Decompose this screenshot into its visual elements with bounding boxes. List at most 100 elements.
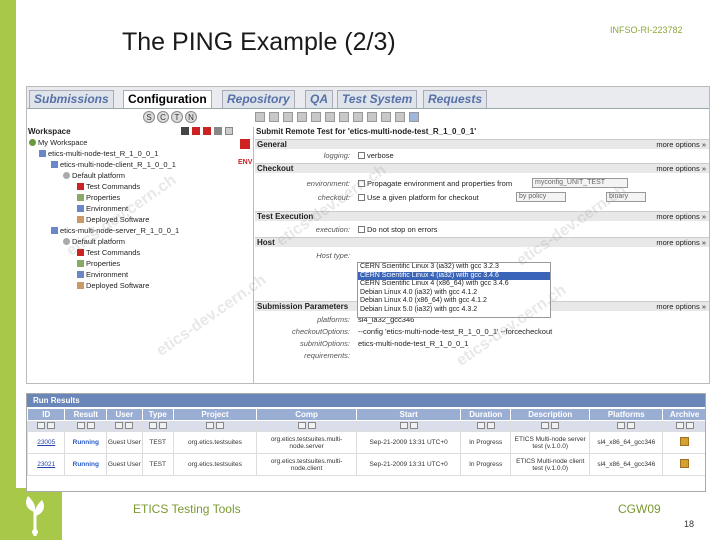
sort-up-icon[interactable] [541, 421, 550, 429]
sort-down-icon[interactable] [47, 421, 56, 429]
sort-buttons[interactable] [141, 420, 174, 432]
more-options-link[interactable]: more options » [656, 302, 706, 311]
more-options-link[interactable]: more options » [656, 140, 706, 149]
sort-buttons[interactable] [510, 420, 591, 432]
sort-buttons[interactable] [589, 420, 664, 432]
run-id-link[interactable]: 23021 [27, 453, 66, 476]
tree-node[interactable]: Default platform [63, 171, 125, 181]
tree-node[interactable]: Properties [77, 193, 120, 203]
checkout-policy-select[interactable]: by policy [516, 192, 566, 202]
submissions-circle-button[interactable]: S [143, 111, 155, 123]
sort-down-icon[interactable] [158, 421, 167, 429]
more-options-link[interactable]: more options » [656, 212, 706, 221]
submit-options-value[interactable]: etics-multi-node-test_R_1_0_0_1 [358, 339, 469, 348]
sort-buttons[interactable] [172, 420, 258, 432]
checklist-icon[interactable] [353, 112, 363, 122]
archive-cell[interactable] [662, 431, 705, 454]
page-icon[interactable] [225, 127, 233, 135]
sort-up-icon[interactable] [476, 421, 485, 429]
collapse-icon[interactable] [181, 127, 189, 135]
sort-up-icon[interactable] [37, 421, 46, 429]
delete-icon[interactable] [381, 112, 391, 122]
mark-icon[interactable] [192, 127, 200, 135]
lock-icon[interactable] [269, 112, 279, 122]
sort-down-icon[interactable] [685, 421, 694, 429]
logging-checkbox[interactable]: verbose [358, 151, 394, 160]
tree-node[interactable]: My Workspace [29, 138, 87, 148]
sort-down-icon[interactable] [86, 421, 95, 429]
column-header[interactable]: Platforms [589, 408, 664, 421]
environment-select[interactable]: myconfig_UNIT_TEST [532, 178, 628, 188]
sort-down-icon[interactable] [486, 421, 495, 429]
checkout-checkbox[interactable]: Use a given platform for checkout [358, 193, 479, 202]
column-header[interactable]: ID [27, 408, 66, 421]
info-icon[interactable] [409, 112, 419, 122]
table-row[interactable]: 23021 Running Guest User TEST org.etics.… [27, 453, 705, 476]
checkout-options-value[interactable]: --config 'etics-multi-node-test_R_1_0_0_… [358, 327, 553, 336]
filter-icon[interactable] [214, 127, 222, 135]
column-header[interactable]: Duration [460, 408, 512, 421]
execution-checkbox[interactable]: Do not stop on errors [358, 225, 437, 234]
column-header[interactable]: Description [510, 408, 591, 421]
sort-buttons[interactable] [256, 420, 358, 432]
sort-down-icon[interactable] [215, 421, 224, 429]
sort-buttons[interactable] [662, 420, 705, 432]
sort-up-icon[interactable] [76, 421, 85, 429]
sort-buttons[interactable] [356, 420, 462, 432]
more-options-link[interactable]: more options » [656, 164, 706, 173]
test-circle-button[interactable]: T [171, 111, 183, 123]
sort-up-icon[interactable] [297, 421, 306, 429]
listbox-option-selected[interactable]: CERN Scientific Linux 4 (ia32) with gcc … [358, 271, 550, 280]
listbox-option[interactable]: Debian Linux 4.0 (ia32) with gcc 4.1.2 [360, 288, 478, 296]
user-icon[interactable] [311, 112, 321, 122]
copy-icon[interactable] [339, 112, 349, 122]
sort-up-icon[interactable] [399, 421, 408, 429]
sort-up-icon[interactable] [115, 421, 124, 429]
tab-test-system[interactable]: Test System [337, 90, 418, 108]
table-row[interactable]: 23005 Running Guest User TEST org.etics.… [27, 431, 705, 454]
tree-node[interactable]: Default platform [63, 237, 125, 247]
archive-cell[interactable] [662, 453, 705, 476]
sort-buttons[interactable] [106, 420, 143, 432]
column-header[interactable]: Start [356, 408, 462, 421]
tab-repository[interactable]: Repository [222, 90, 295, 108]
sort-up-icon[interactable] [148, 421, 157, 429]
column-header[interactable]: Type [141, 408, 174, 421]
sort-down-icon[interactable] [627, 421, 636, 429]
document-icon[interactable] [255, 112, 265, 122]
tree-node[interactable]: Environment [77, 270, 128, 280]
platforms-value[interactable]: sl4_ia32_gcc346 [358, 315, 415, 324]
column-header[interactable]: User [106, 408, 143, 421]
tree-node[interactable]: etics-multi-node-test_R_1_0_0_1 [39, 149, 158, 159]
node-circle-button[interactable]: N [185, 111, 197, 123]
lock-alt-icon[interactable] [395, 112, 405, 122]
column-header[interactable]: Result [64, 408, 108, 421]
archive-icon[interactable] [680, 437, 690, 446]
tree-node[interactable]: Test Commands [77, 248, 140, 258]
edit-icon[interactable] [283, 112, 293, 122]
tools-icon[interactable] [367, 112, 377, 122]
sort-down-icon[interactable] [409, 421, 418, 429]
column-header[interactable]: Archive [662, 408, 705, 421]
tab-requests[interactable]: Requests [423, 90, 488, 108]
listbox-option[interactable]: Debian Linux 4.0 (x86_64) with gcc 4.1.2 [360, 297, 487, 304]
tree-node[interactable]: Deployed Software [77, 281, 149, 291]
listbox-option[interactable]: CERN Scientific Linux 3 (ia32) with gcc … [360, 263, 499, 270]
run-id-link[interactable]: 23005 [27, 431, 66, 454]
listbox-option[interactable]: CERN Scientific Linux 4 (x86_64) with gc… [360, 280, 509, 287]
sort-down-icon[interactable] [125, 421, 134, 429]
flag-icon[interactable] [203, 127, 211, 135]
sort-down-icon[interactable] [307, 421, 316, 429]
tree-node[interactable]: Environment [77, 204, 128, 214]
sort-buttons[interactable] [27, 420, 66, 432]
tree-node[interactable]: etics-multi-node-server_R_1_0_0_1 [51, 226, 179, 236]
tree-node[interactable]: Deployed Software [77, 215, 149, 225]
more-options-link[interactable]: more options » [656, 238, 706, 247]
host-platform-listbox[interactable]: CERN Scientific Linux 3 (ia32) with gcc … [357, 262, 551, 318]
sort-up-icon[interactable] [205, 421, 214, 429]
tab-configuration[interactable]: Configuration [123, 90, 212, 108]
